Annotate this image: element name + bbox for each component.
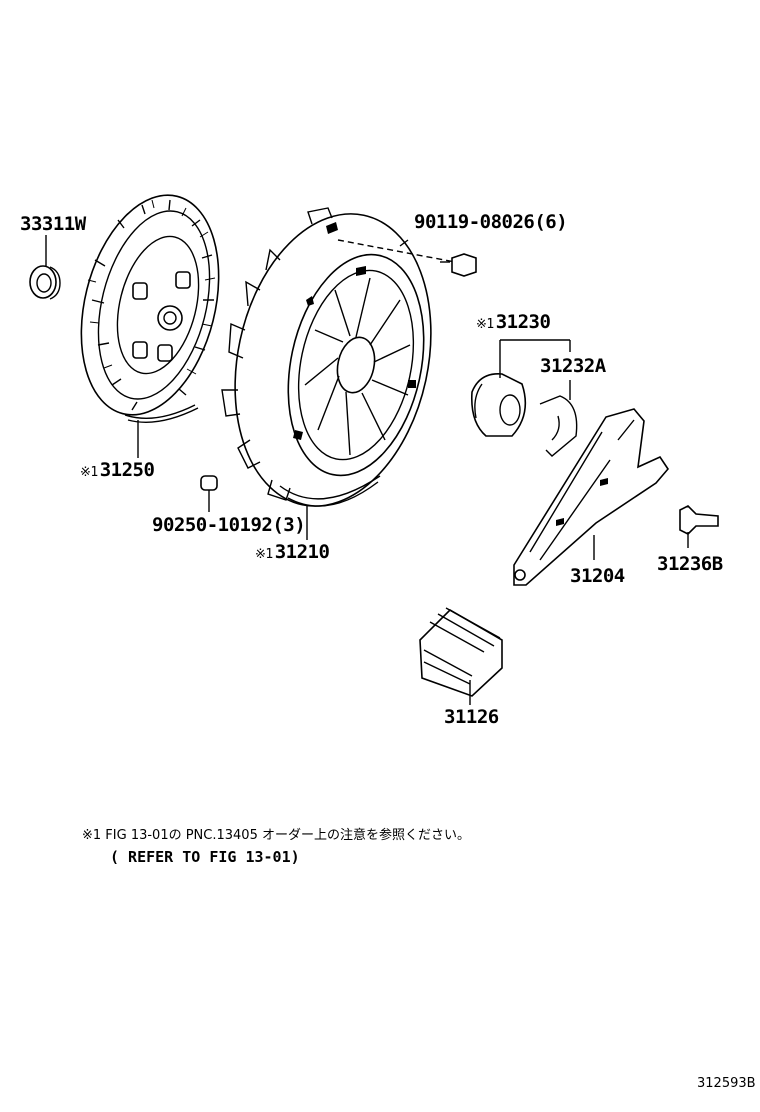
label-90250-10192: 90250-10192(3): [152, 514, 306, 536]
fork-boot-drawing: [419, 607, 503, 705]
clutch-disc-drawing: [80, 194, 220, 458]
footnote-line-2: ( REFER TO FIG 13-01): [110, 848, 300, 866]
note-mark: ※1: [255, 547, 273, 562]
footnote-line-1: ※1 FIG 13-01の PNC.13405 オーダー上の注意を参照ください。: [82, 828, 470, 843]
part-number: 33311W: [20, 213, 86, 235]
clutch-cover-drawing: [221, 207, 432, 540]
figure-id: 312593B: [697, 1076, 756, 1091]
part-number: 31232A: [540, 355, 606, 377]
part-number: 31204: [570, 565, 625, 587]
dowel-pin-drawing: [200, 475, 218, 512]
label-33311w: 33311W: [20, 215, 86, 234]
part-number: 31210: [274, 541, 330, 563]
release-fork-drawing: [513, 408, 670, 586]
part-number: 31126: [444, 706, 499, 728]
pilot-bushing-drawing: [29, 235, 61, 300]
pivot-bolt-drawing: [679, 505, 719, 548]
label-31236b: 31236B: [657, 555, 723, 574]
release-bearing-drawing: [470, 339, 571, 437]
note-mark: ※1: [80, 465, 98, 480]
part-number: 90119-08026(6): [414, 211, 568, 233]
label-31232a: 31232A: [540, 357, 606, 376]
part-number: 31250: [99, 459, 155, 481]
part-number: 90250-10192(3): [152, 514, 306, 536]
part-number: 31230: [495, 311, 551, 333]
note-mark: ※1: [476, 317, 494, 332]
label-31126: 31126: [444, 708, 499, 727]
part-number: 31236B: [657, 553, 723, 575]
hub-clip-drawing: [539, 395, 578, 457]
label-31204: 31204: [570, 567, 625, 586]
label-90119-08026: 90119-08026(6): [414, 211, 568, 233]
cover-bolt-drawing: [337, 239, 477, 277]
